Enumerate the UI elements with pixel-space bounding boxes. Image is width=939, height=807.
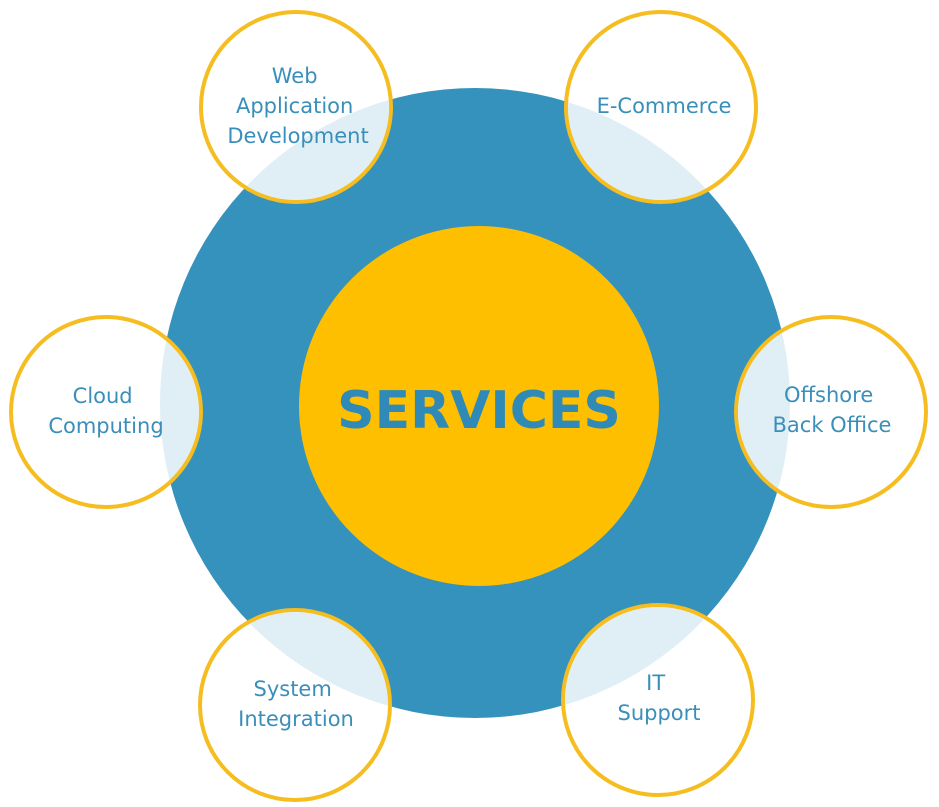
service-label-line: System xyxy=(254,677,332,701)
service-node-system-integration[interactable]: System Integration xyxy=(198,608,392,802)
service-node-offshore-back-office[interactable]: Offshore Back Office xyxy=(734,315,928,509)
service-label: E-Commerce xyxy=(597,94,732,118)
service-label-line: Integration xyxy=(238,707,354,731)
center-circle xyxy=(299,226,659,586)
service-label-line: Support xyxy=(617,701,700,725)
service-label: System Integration xyxy=(238,677,354,731)
service-circle xyxy=(9,315,203,509)
service-label-line: Offshore xyxy=(784,383,873,407)
center-title: SERVICES xyxy=(337,381,621,441)
service-label-line: Development xyxy=(227,124,368,148)
service-overlap xyxy=(738,319,790,505)
service-label: IT Support xyxy=(617,671,700,725)
service-label-line: E-Commerce xyxy=(597,94,732,118)
service-node-cloud-computing[interactable]: Cloud Computing xyxy=(9,315,203,509)
service-label: Offshore Back Office xyxy=(773,383,892,437)
service-label: Cloud Computing xyxy=(48,384,163,438)
service-label-line: Web xyxy=(272,64,318,88)
service-node-it-support[interactable]: IT Support xyxy=(561,603,755,797)
service-label-line: IT xyxy=(646,671,665,695)
service-node-web-application-development[interactable]: Web Application Development xyxy=(199,10,393,204)
service-label-line: Back Office xyxy=(773,413,892,437)
service-nodes: Web Application Development E-Commerce O… xyxy=(9,10,928,802)
service-node-e-commerce[interactable]: E-Commerce xyxy=(564,10,758,204)
service-label-line: Cloud xyxy=(73,384,133,408)
service-label-line: Computing xyxy=(48,414,163,438)
service-label-line: Application xyxy=(236,94,353,118)
service-label: Web Application Development xyxy=(227,64,368,148)
